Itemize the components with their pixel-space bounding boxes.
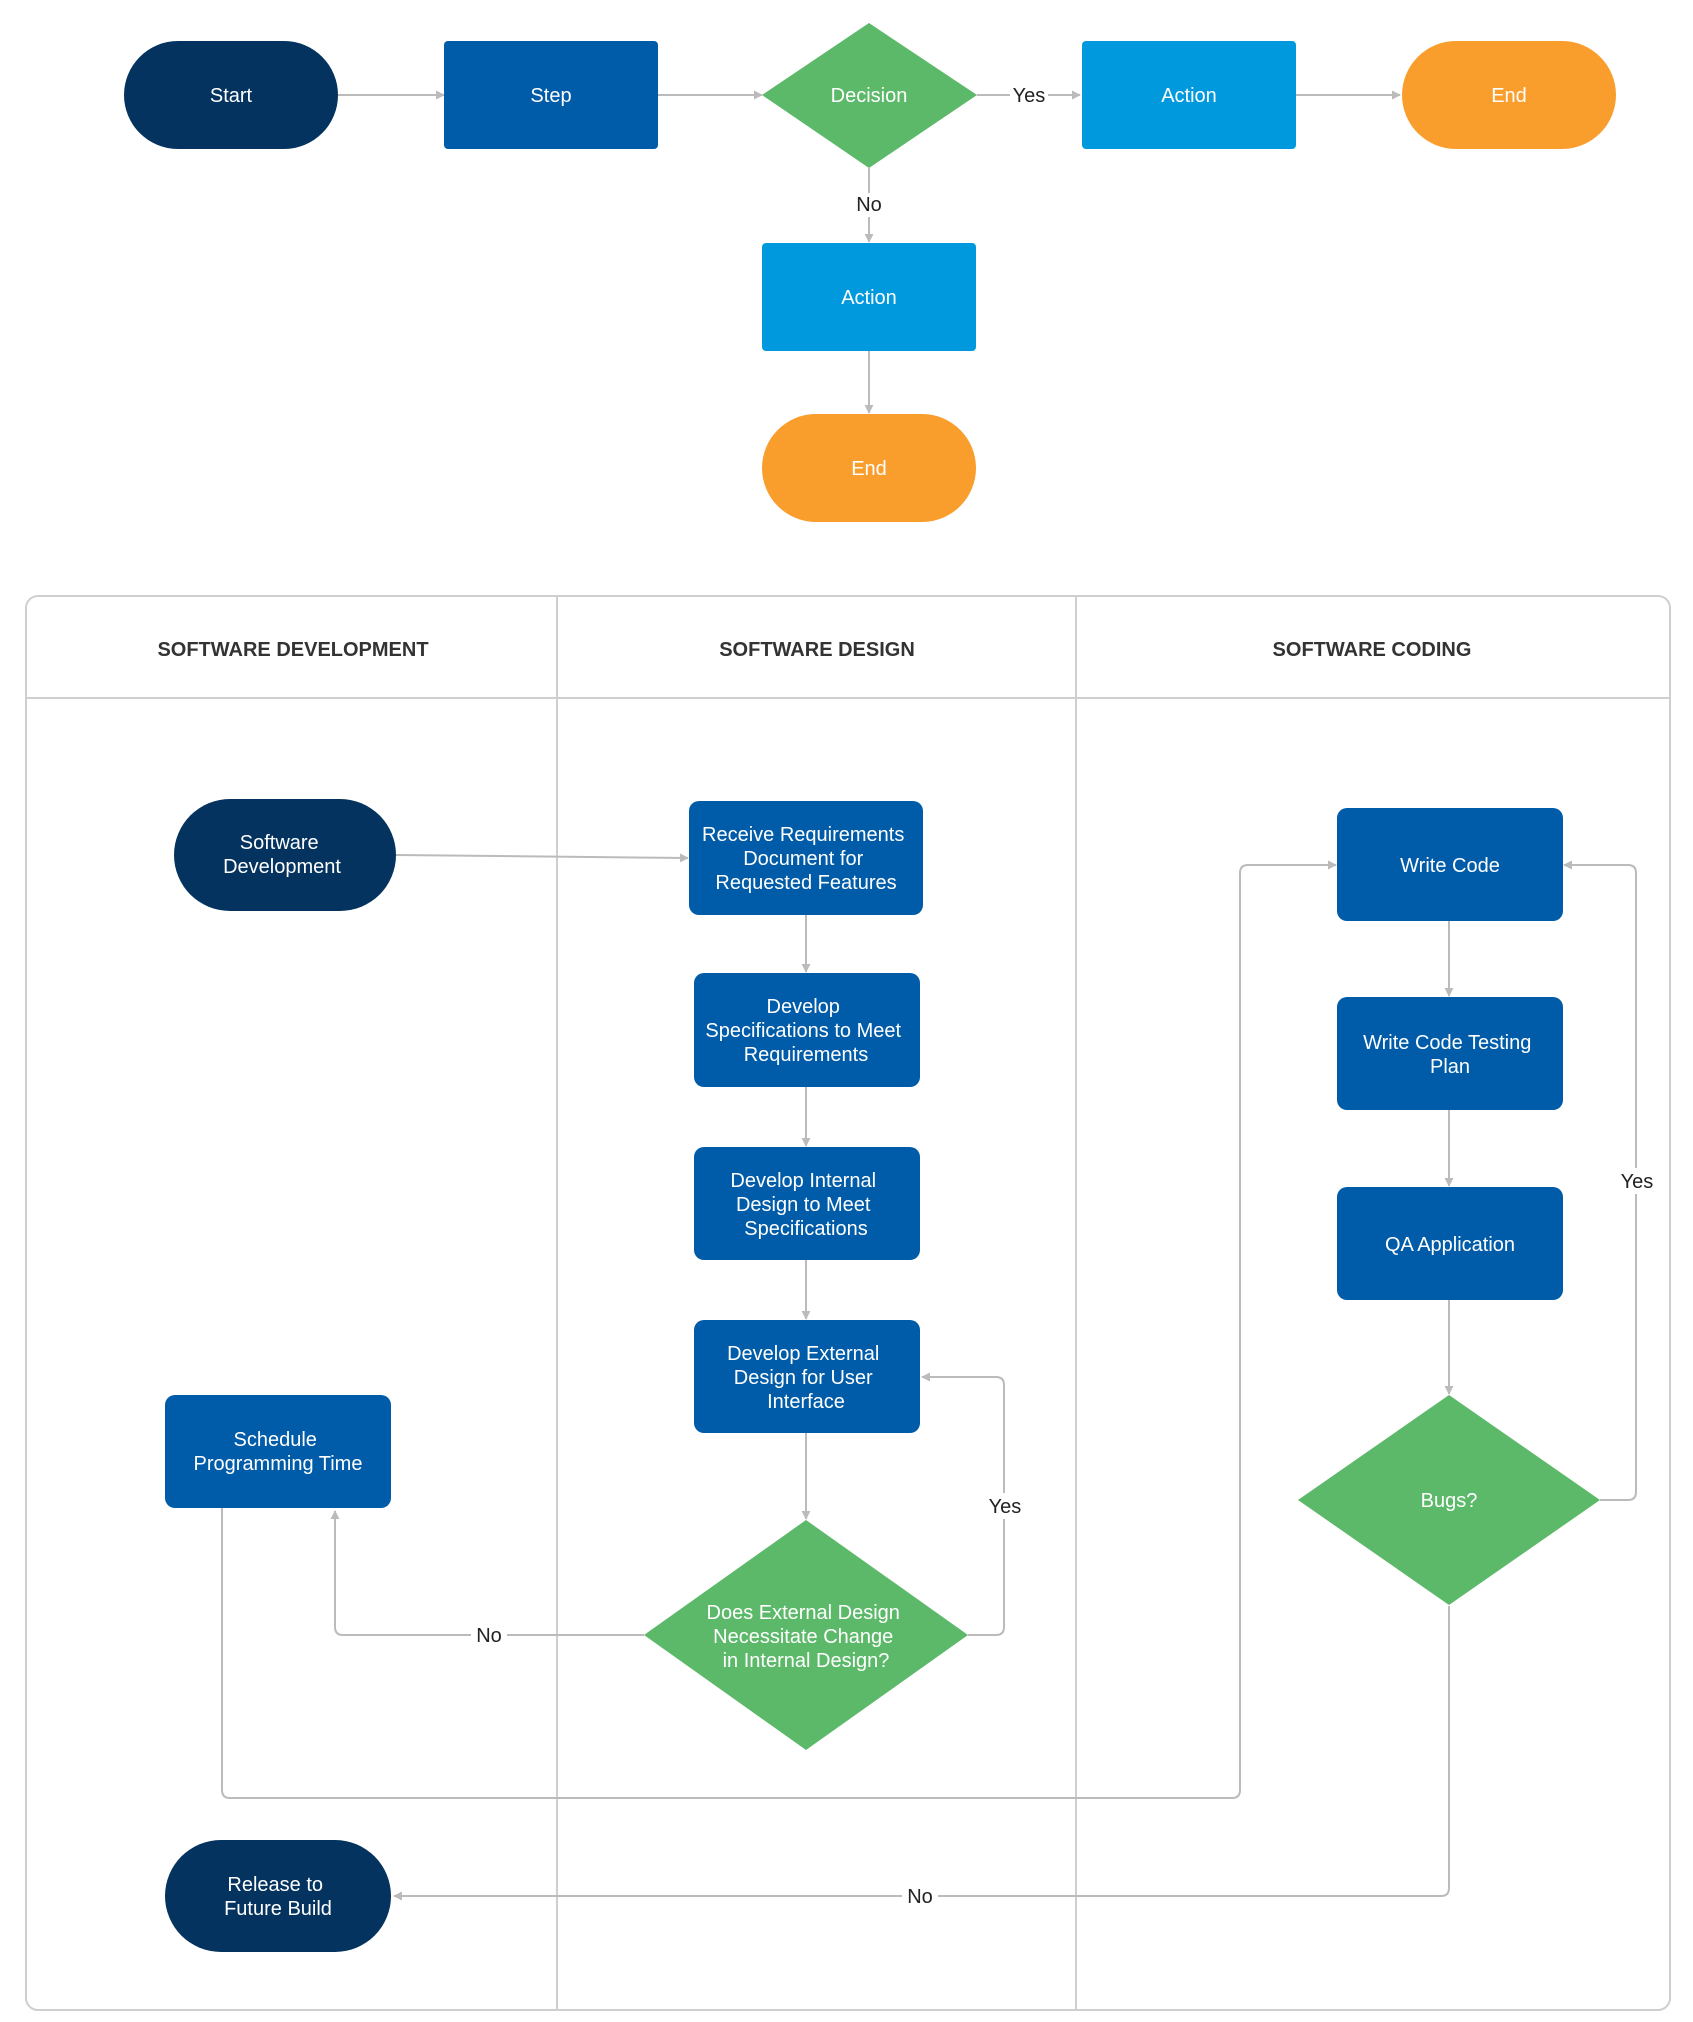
node-schedule-programming-time[interactable]: Schedule Programming Time [165,1395,391,1508]
swimlane-diagram: SOFTWARE DEVELOPMENT SOFTWARE DESIGN SOF… [25,595,1671,2011]
legend-end-below-terminal[interactable]: End [762,414,976,522]
flow-label-design-no: No [476,1625,502,1647]
node-external-design-decision-label: Does External Design Necessitate Change … [707,1602,906,1672]
node-write-code-testing-plan[interactable]: Write Code Testing Plan [1337,997,1563,1110]
node-receive-requirements-label: Receive Requirements Document for Reques… [702,824,910,894]
legend-start-terminal[interactable]: Start [124,41,338,149]
lane-title-design: SOFTWARE DESIGN [719,639,915,661]
node-qa-application[interactable]: QA Application [1337,1187,1563,1300]
node-software-development-label: Software Development [223,832,341,878]
node-develop-external-design-label: Develop External Design for User Interfa… [727,1343,885,1413]
lane-title-development: SOFTWARE DEVELOPMENT [157,639,428,661]
swimlane-frame [25,595,1671,2011]
legend-action-right-label: Action [1161,85,1217,107]
legend-decision-diamond[interactable]: Decision [762,23,977,168]
legend-end-right-terminal[interactable]: End [1402,41,1616,149]
node-software-development[interactable]: Software Development [174,799,396,911]
node-develop-specifications-label: Develop Specifications to Meet Requireme… [705,996,906,1066]
legend-start-label: Start [210,85,253,107]
lane-title-coding: SOFTWARE CODING [1273,639,1472,661]
flow-label-bugs-no: No [907,1886,933,1908]
swimlane-connectors [221,853,1637,1901]
legend-end-below-label: End [851,458,887,480]
legend-decision-label: Decision [831,85,908,107]
node-develop-specifications[interactable]: Develop Specifications to Meet Requireme… [694,973,920,1087]
legend-action-below[interactable]: Action [762,243,976,351]
legend-action-right[interactable]: Action [1082,41,1296,149]
node-develop-internal-design[interactable]: Develop Internal Design to Meet Specific… [694,1147,920,1260]
legend-no-label: No [856,194,882,216]
node-bugs-decision[interactable]: Bugs? [1298,1395,1600,1605]
node-external-design-decision[interactable]: Does External Design Necessitate Change … [644,1520,968,1750]
legend-action-below-label: Action [841,287,897,309]
legend-yes-label: Yes [1013,85,1046,107]
node-release-future-build-label: Release to Future Build [224,1874,332,1920]
node-develop-internal-design-label: Develop Internal Design to Meet Specific… [730,1170,881,1240]
connector-software-dev-to-receive [395,853,689,863]
connector-bugs-no-to-release [393,1606,1450,1901]
flow-label-bugs-yes: Yes [1621,1171,1654,1193]
node-bugs-decision-label: Bugs? [1421,1490,1478,1512]
node-write-code-label: Write Code [1400,855,1500,877]
node-write-code-testing-plan-label: Write Code Testing Plan [1363,1032,1537,1078]
connector-decision-no-to-schedule [330,1510,644,1636]
node-develop-external-design[interactable]: Develop External Design for User Interfa… [694,1320,920,1433]
legend-step-label: Step [530,85,571,107]
node-qa-application-label: QA Application [1385,1234,1515,1256]
node-schedule-programming-time-label: Schedule Programming Time [194,1429,363,1475]
flow-label-design-yes: Yes [989,1496,1022,1518]
node-write-code[interactable]: Write Code [1337,808,1563,921]
legend-flow: Start Step Decision Action End Action [124,23,1616,522]
node-release-future-build[interactable]: Release to Future Build [165,1840,391,1952]
legend-end-right-label: End [1491,85,1527,107]
legend-step-process[interactable]: Step [444,41,658,149]
connector-schedule-to-write-code [221,860,1337,1799]
node-receive-requirements[interactable]: Receive Requirements Document for Reques… [689,801,923,915]
